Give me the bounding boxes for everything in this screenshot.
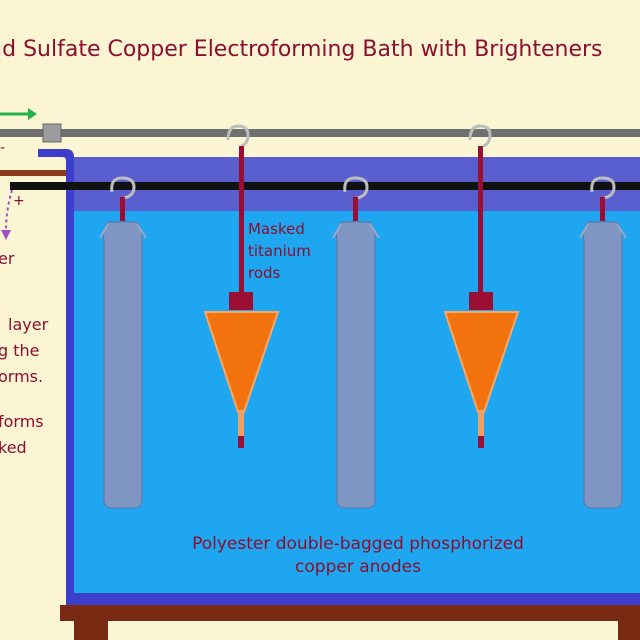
anode-bag xyxy=(579,221,627,509)
anode-hanger xyxy=(120,197,125,221)
rods-label-line-1: Masked xyxy=(248,220,305,238)
purple-arrow-icon xyxy=(1,189,13,240)
anode-bus-bar xyxy=(10,182,640,190)
table-leg xyxy=(618,621,640,640)
table-leg xyxy=(74,621,108,640)
tank-left-wall xyxy=(38,149,74,597)
anode-bag xyxy=(99,221,147,509)
left-annotation-4: orms. xyxy=(0,367,43,386)
rods-label-line-3: rods xyxy=(248,264,281,282)
rod-cap xyxy=(229,292,253,310)
anodes-label-line-2: copper anodes xyxy=(295,557,421,577)
anode-hanger xyxy=(353,197,358,221)
titanium-rod xyxy=(478,146,483,294)
left-annotation-5: forms xyxy=(0,412,44,431)
anode-hook xyxy=(110,176,136,200)
rod-hook xyxy=(226,124,250,148)
upper-bar xyxy=(0,129,640,137)
diagram-title: id Sulfate Copper Electroforming Bath wi… xyxy=(0,37,603,62)
minus-sign: - xyxy=(0,140,5,156)
electroform-cone xyxy=(443,311,520,448)
electroform-cone xyxy=(203,311,280,448)
bar-clamp xyxy=(42,123,62,143)
anodes-label-line-1: Polyester double-bagged phosphorized xyxy=(192,534,524,554)
anode-hook xyxy=(590,176,616,200)
rod-cap xyxy=(469,292,493,310)
plus-sign: + xyxy=(13,193,25,209)
table-top xyxy=(60,605,640,621)
titanium-rod xyxy=(239,146,244,294)
left-annotation-1: er xyxy=(0,249,15,268)
rod-hook xyxy=(468,124,492,148)
anode-hanger xyxy=(600,197,605,221)
tank-bottom xyxy=(66,593,640,605)
lead-wire xyxy=(0,170,72,176)
green-arrow-icon xyxy=(0,108,37,120)
anode-hook xyxy=(343,176,369,200)
left-annotation-3: g the xyxy=(0,341,40,360)
left-annotation-6: ked xyxy=(0,438,27,457)
left-annotation-2: layer xyxy=(8,315,49,334)
rods-label-line-2: titanium xyxy=(248,242,311,260)
anode-bag xyxy=(332,221,380,509)
